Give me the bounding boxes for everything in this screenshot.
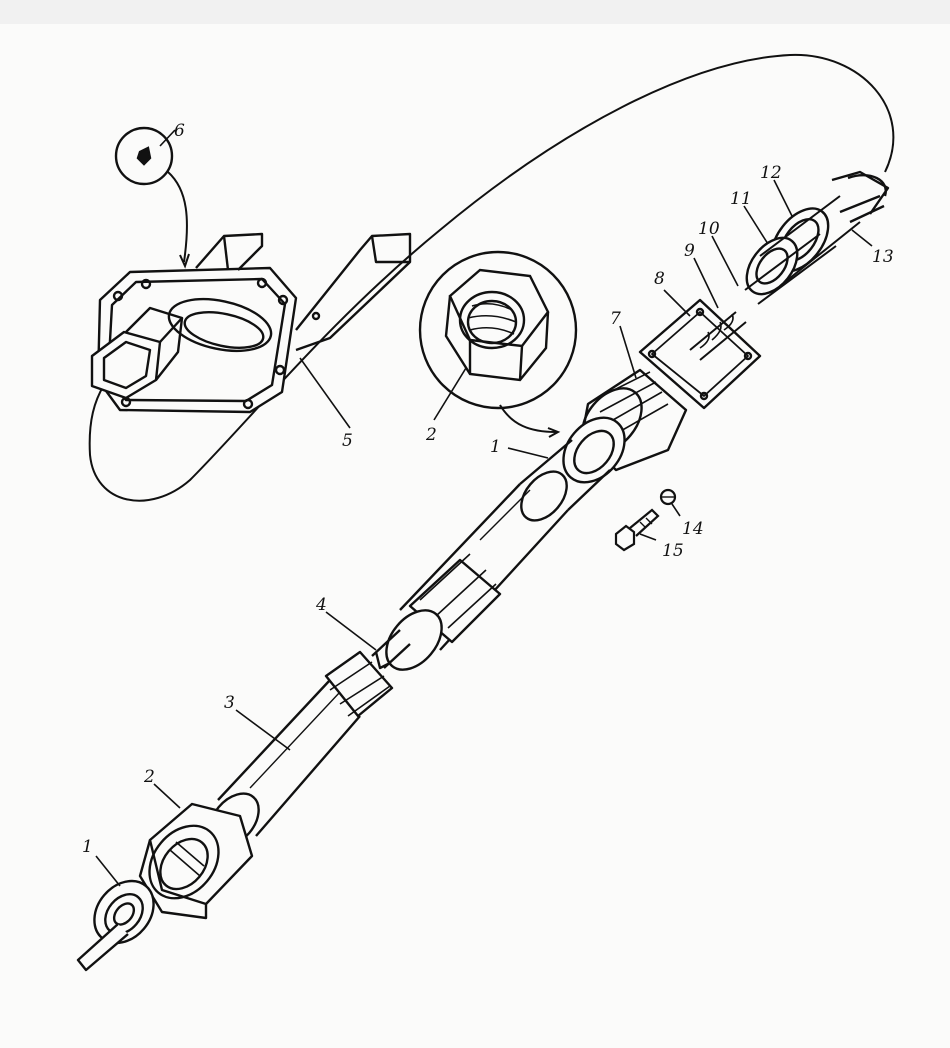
callout-2-lower: 2 [143, 767, 155, 787]
callout-6: 6 [174, 121, 185, 141]
callout-5: 5 [342, 431, 353, 451]
callout-14: 14 [682, 519, 704, 539]
mounting-bracket [90, 232, 412, 414]
callout-15: 15 [662, 541, 684, 561]
detail-circle-part-6 [114, 126, 190, 269]
steering-shaft [76, 170, 890, 972]
callout-10: 10 [698, 219, 720, 239]
callout-labels: 1 2 3 4 5 6 2 1 7 8 9 10 11 12 13 14 15 [82, 121, 894, 857]
callout-3: 3 [224, 693, 235, 713]
callout-7: 7 [610, 309, 621, 329]
callout-11: 11 [730, 189, 752, 209]
callout-13: 13 [872, 247, 894, 267]
callout-12: 12 [760, 163, 782, 183]
callout-1-upper: 1 [490, 437, 501, 457]
callout-1-lower: 1 [82, 837, 93, 857]
connector-loop [88, 53, 895, 502]
callout-4: 4 [315, 595, 327, 615]
leader-lines [95, 129, 873, 887]
callout-2-upper: 2 [425, 425, 437, 445]
detail-circle-nut [418, 250, 578, 438]
top-bar [0, 0, 950, 24]
callout-8: 8 [654, 269, 665, 289]
bolt-and-washer [614, 488, 677, 552]
callout-9: 9 [684, 241, 695, 261]
